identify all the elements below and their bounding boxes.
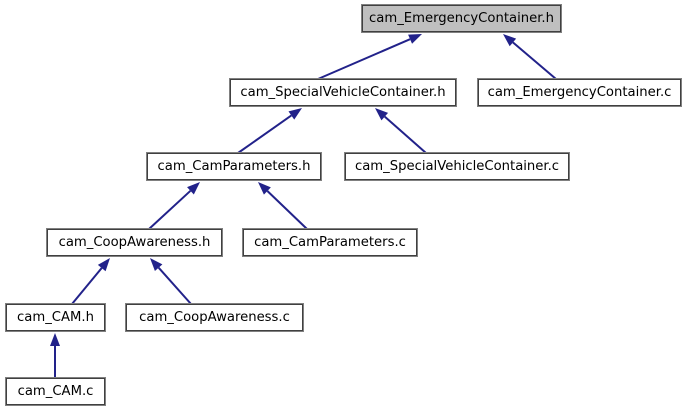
graph-node-cam-coopawareness-c[interactable]: cam_CoopAwareness.c [125,303,304,332]
graph-edge-n4-to-n1 [375,108,427,154]
graph-node-label: cam_CAM.h [17,310,94,325]
graph-node-cam-specialvehiclecontainer-h[interactable]: cam_SpecialVehicleContainer.h [229,78,457,107]
graph-edge-n7-to-n5 [71,258,110,305]
graph-node-cam-cam-c[interactable]: cam_CAM.c [5,377,106,406]
graph-node-label: cam_SpecialVehicleContainer.h [240,85,446,100]
graph-edge-n1-to-n0 [317,34,422,80]
graph-node-cam-emergencycontainer-h[interactable]: cam_EmergencyContainer.h [361,4,562,33]
graph-node-cam-camparameters-h[interactable]: cam_CamParameters.h [146,152,322,181]
graph-edge-n2-to-n0 [503,34,557,80]
graph-edge-n8-to-n5 [150,258,192,305]
graph-edge-n9-to-n7 [50,333,60,378]
edge-line [148,190,192,230]
edge-arrowhead-icon [503,34,517,47]
edge-arrowhead-icon [375,108,389,121]
graph-node-cam-coopawareness-h[interactable]: cam_CoopAwareness.h [46,228,223,257]
graph-node-cam-emergencycontainer-c[interactable]: cam_EmergencyContainer.c [477,78,682,107]
graph-node-label: cam_SpecialVehicleContainer.c [354,159,560,174]
graph-edge-n3-to-n1 [237,108,302,154]
edge-line [157,267,192,305]
edge-arrowhead-icon [288,108,302,120]
graph-node-label: cam_CoopAwareness.h [58,235,211,250]
graph-edge-n6-to-n3 [258,182,308,230]
graph-node-label: cam_EmergencyContainer.h [369,11,554,26]
edge-line [237,114,292,154]
graph-node-label: cam_CamParameters.c [254,235,406,250]
edge-arrowhead-icon [187,182,200,195]
edge-arrowhead-icon [97,258,110,272]
edge-line [317,38,411,80]
graph-node-label: cam_EmergencyContainer.c [487,85,672,100]
graph-node-label: cam_CoopAwareness.c [139,310,290,325]
edge-arrowhead-icon [50,333,60,346]
graph-node-cam-cam-h[interactable]: cam_CAM.h [5,303,106,332]
edge-arrowhead-icon [258,182,271,195]
edge-arrowhead-icon [408,34,422,44]
edge-line [512,41,557,80]
edge-line [266,190,308,230]
edge-line [384,115,427,154]
edge-arrowhead-icon [150,258,163,272]
graph-node-label: cam_CamParameters.h [157,159,311,174]
graph-edge-n5-to-n3 [148,182,200,230]
graph-node-label: cam_CAM.c [17,384,94,399]
graph-node-cam-specialvehiclecontainer-c[interactable]: cam_SpecialVehicleContainer.c [344,152,570,181]
edge-line [71,267,103,305]
graph-node-cam-camparameters-c[interactable]: cam_CamParameters.c [242,228,418,257]
